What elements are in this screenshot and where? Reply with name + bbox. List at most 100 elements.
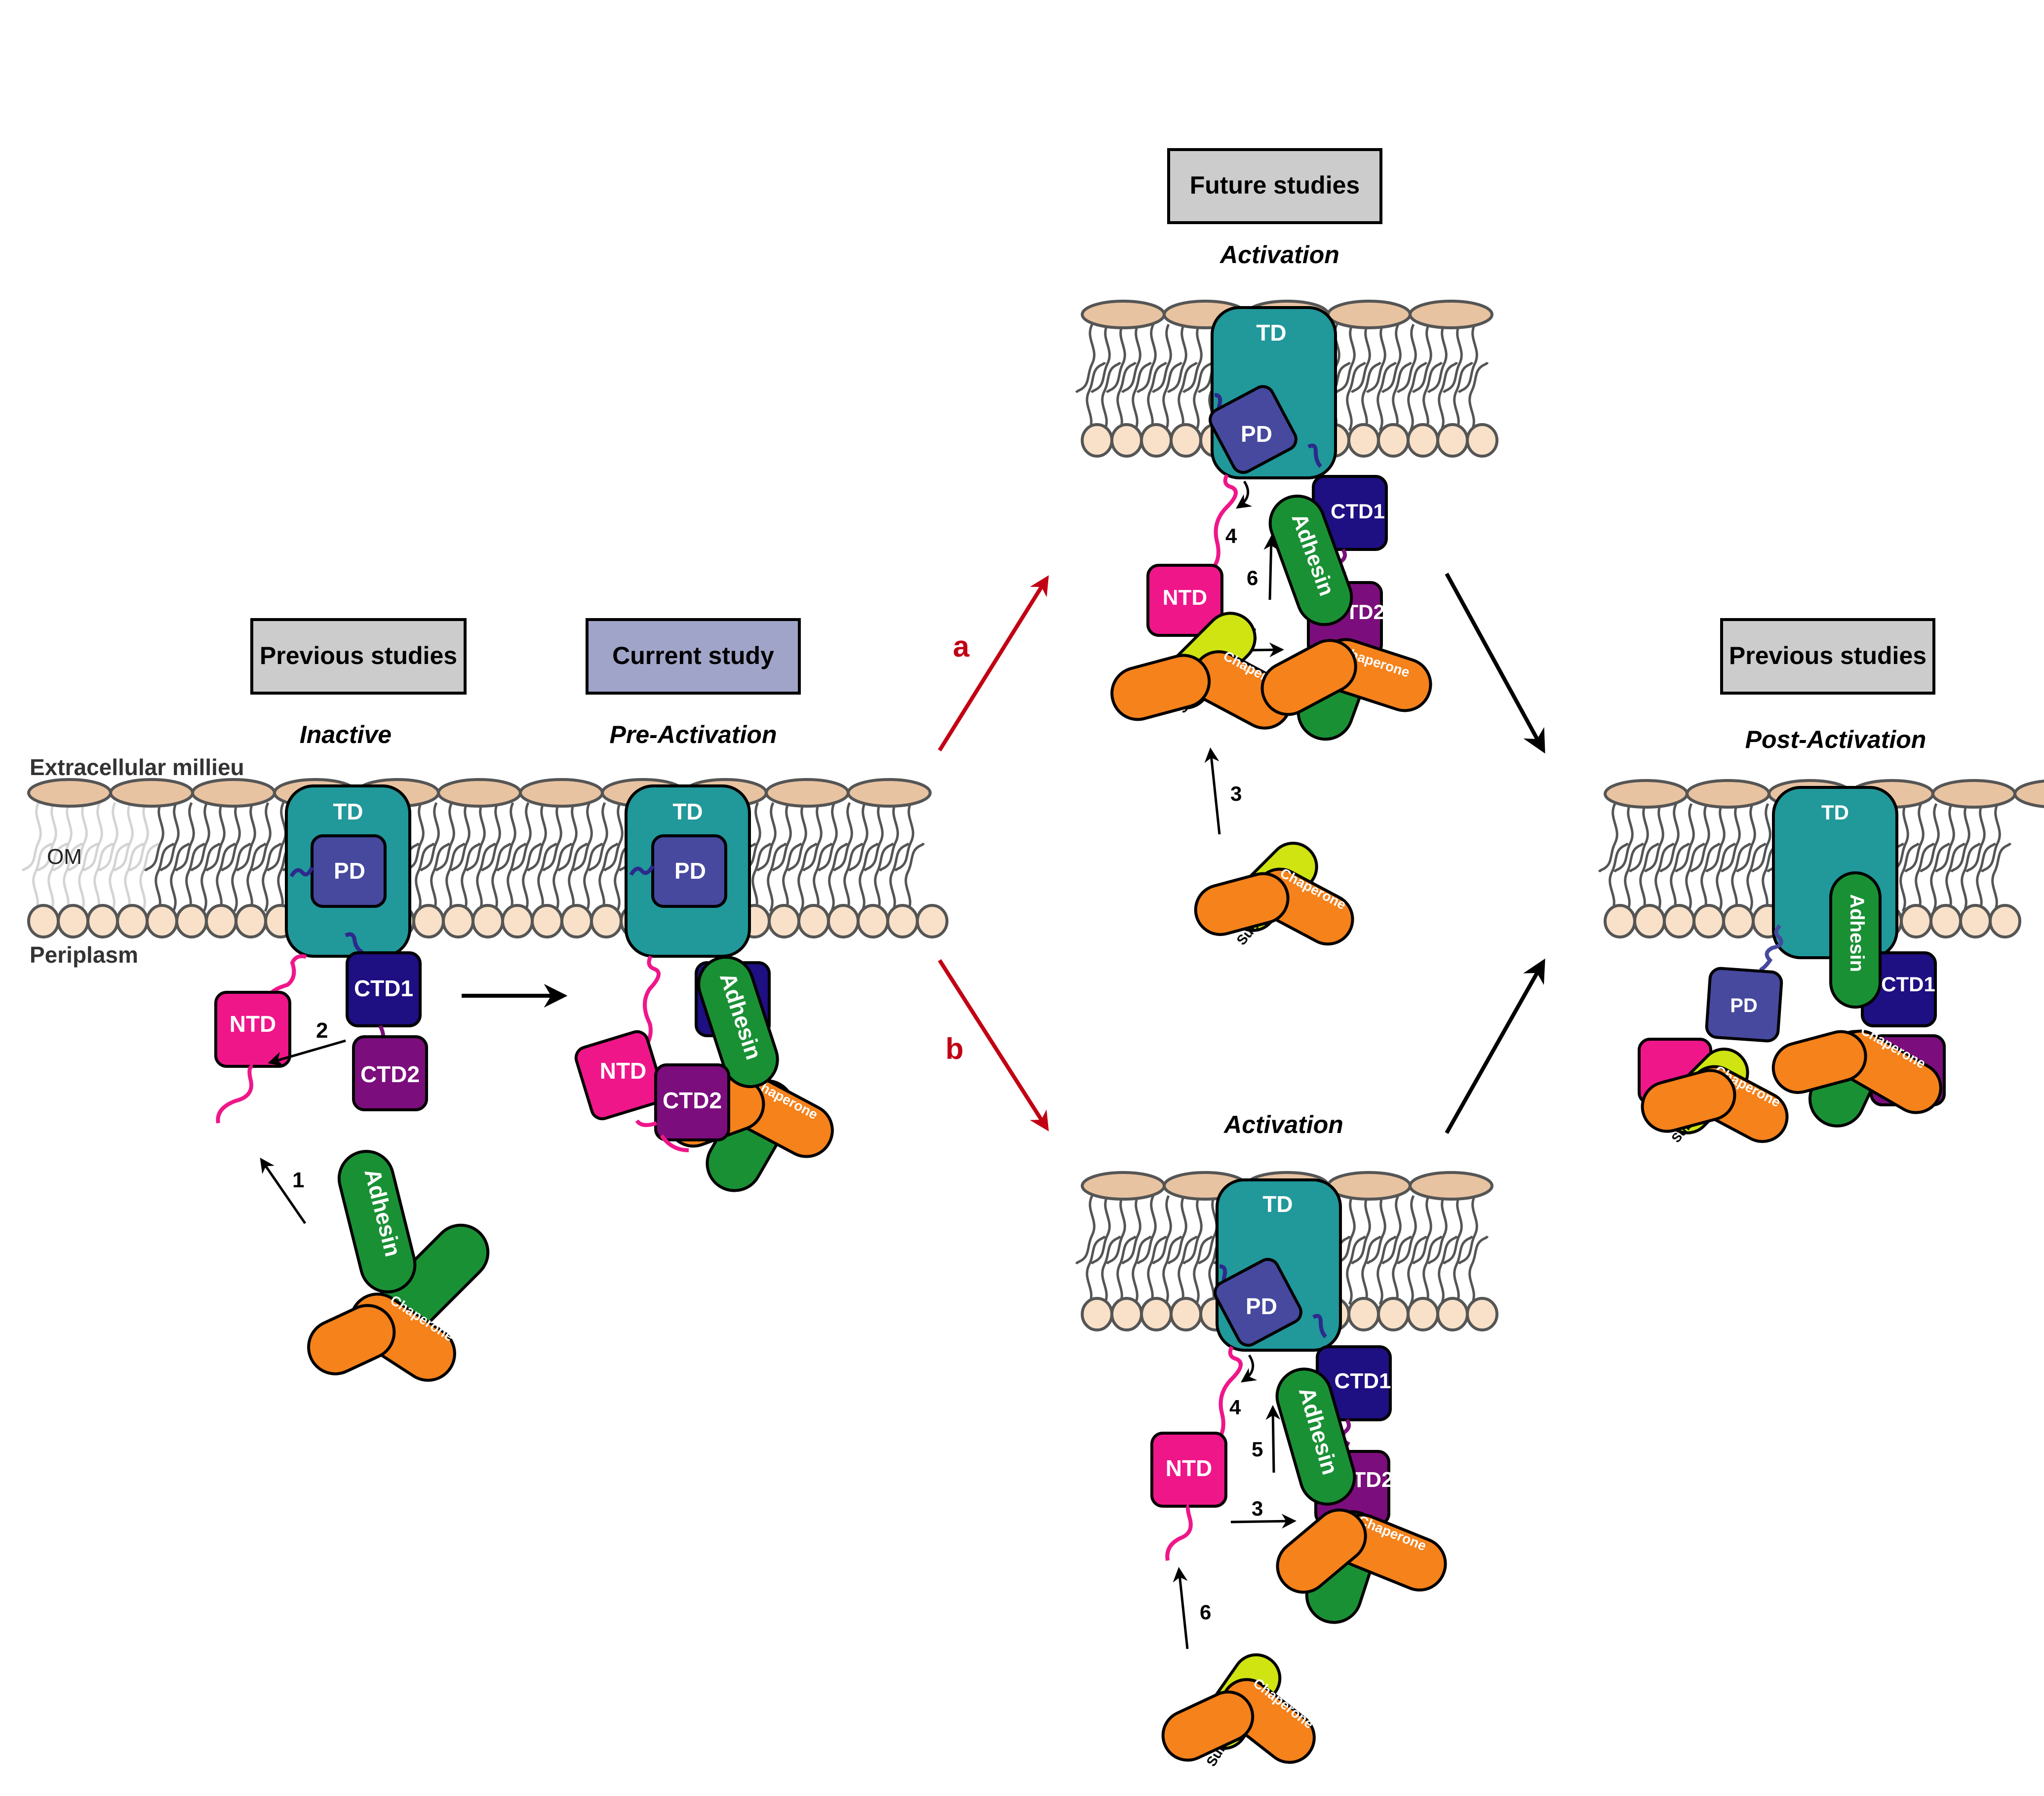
lipid-tail — [37, 802, 57, 872]
adhesin-chaperone-complex: Chaperone — [1276, 1508, 1447, 1624]
lipid-tail — [797, 842, 818, 912]
lipid-tail — [1075, 1195, 1096, 1265]
lipid-tail — [1980, 803, 2001, 873]
lipid-tail — [155, 842, 175, 912]
lipid-tail — [1644, 803, 1664, 873]
lipid-tail — [1746, 842, 1767, 912]
lipid-tail — [1075, 323, 1096, 393]
lipid-headgroup-inner — [1989, 904, 2021, 938]
lipid-tail — [537, 842, 558, 912]
usher-post-activation: TD CTD1 CTD2 Chaperone Adhesin PD Subuni… — [1638, 786, 1946, 1145]
lipid-headgroup-inner — [1347, 1297, 1380, 1331]
lipid-tail — [588, 802, 608, 872]
lipid-tail — [144, 802, 164, 872]
lipid-tail — [445, 842, 466, 912]
lipid-tail — [782, 842, 803, 912]
lipid-headgroup-inner — [1347, 423, 1380, 458]
lipid-tail — [480, 802, 501, 872]
lipid-tail — [1193, 1235, 1214, 1305]
step-5-arrow — [1265, 1405, 1281, 1473]
lipid-tail — [878, 802, 899, 872]
lipid-headgroup-inner — [1081, 1297, 1113, 1331]
ctd1-linker — [345, 932, 364, 954]
lipid-headgroup-inner — [1900, 904, 1932, 938]
lipid-headgroup-outer — [1409, 300, 1494, 329]
lipid-headgroup-inner — [1959, 904, 1992, 938]
lipid-headgroup-inner — [1929, 904, 1962, 938]
lipid-headgroup-inner — [1436, 1297, 1469, 1331]
label-extracellular: Extracellular millieu — [30, 754, 244, 780]
svg-text:PD: PD — [1246, 1293, 1277, 1319]
lipid-tail — [1396, 1195, 1417, 1265]
lipid-tail — [159, 802, 180, 872]
lipid-headgroup-outer — [1081, 1171, 1166, 1201]
svg-text:CTD1: CTD1 — [354, 976, 413, 1001]
lipid-tail — [174, 802, 195, 872]
lipid-tail — [1162, 1235, 1183, 1305]
lipid-headgroup-inner — [1407, 1297, 1439, 1331]
lipid-tail — [1136, 323, 1157, 393]
state-title-post-activation: Post-Activation — [1745, 726, 1926, 753]
lipid-tail — [1366, 323, 1386, 393]
lipid-tail — [220, 802, 241, 872]
lipid-tail — [419, 802, 440, 872]
lipid-headgroup-inner — [1377, 423, 1410, 458]
lipid-tail — [1132, 1235, 1152, 1305]
svg-text:TD: TD — [1821, 801, 1849, 824]
lipid-tail — [1392, 1235, 1413, 1305]
svg-text:3: 3 — [1230, 782, 1242, 805]
svg-text:2: 2 — [316, 1018, 328, 1043]
step-3-arrow — [1204, 747, 1221, 835]
lipid-tail — [1105, 323, 1126, 393]
lipid-tail — [1116, 361, 1137, 431]
lipid-tail — [859, 842, 879, 912]
lipid-headgroup-inner — [1633, 904, 1666, 938]
lipid-tail — [1468, 1235, 1489, 1305]
lipid-tail — [1178, 1235, 1198, 1305]
svg-text:CTD2: CTD2 — [663, 1088, 722, 1113]
lipid-tail — [63, 842, 83, 912]
lipid-tail — [67, 802, 88, 872]
status-box-previous-left: Previous studies — [250, 618, 467, 695]
lipid-tail — [1412, 1195, 1432, 1265]
subunit-chaperone-complex: Subunit Chaperone — [1641, 1048, 1789, 1145]
usher-inactive: TD PD CTD1 CTD2 NTD 2 1 Adhesin Chaperon… — [214, 784, 490, 1382]
lipid-tail — [1422, 1235, 1443, 1305]
adhesin — [337, 1150, 417, 1293]
lipid-tail — [1930, 842, 1951, 912]
lipid-headgroup-inner — [205, 904, 237, 938]
lipid-tail — [568, 842, 589, 912]
status-box-future: Future studies — [1167, 148, 1382, 224]
lipid-headgroup-inner — [886, 904, 919, 938]
lipid-tail — [231, 842, 252, 912]
lipid-headgroup-inner — [57, 904, 89, 938]
lipid-headgroup-inner — [1140, 423, 1173, 458]
lipid-tail — [1396, 323, 1417, 393]
lipid-tail — [1090, 1195, 1111, 1265]
lipid-headgroup-inner — [175, 904, 208, 938]
lipid-headgroup-outer — [1081, 300, 1166, 329]
lipid-tail — [1438, 1235, 1458, 1305]
lipid-headgroup-inner — [412, 904, 445, 938]
svg-text:Previous studies: Previous studies — [1729, 642, 1926, 669]
lipid-headgroup-inner — [1722, 904, 1755, 938]
lipid-headgroup-inner — [827, 904, 860, 938]
lipid-tail — [1457, 323, 1478, 393]
pd-domain — [1705, 967, 1783, 1043]
lipid-headgroup-inner — [442, 904, 474, 938]
lipid-headgroup-inner — [1170, 1297, 1202, 1331]
lipid-tail — [1407, 1235, 1428, 1305]
svg-text:3: 3 — [1252, 1497, 1263, 1520]
lipid-headgroup-outer — [27, 778, 112, 808]
lipid-tail — [1086, 361, 1106, 431]
lipid-tail — [1086, 1235, 1106, 1305]
usher-pre-activation: TD PD 1 NTD Chaperone Adhesin CTD2 — [574, 784, 834, 1192]
lipid-tail — [1685, 842, 1706, 912]
lipid-tail — [767, 842, 787, 912]
lipid-tail — [262, 842, 282, 912]
pd-domain — [1209, 385, 1297, 474]
lipid-tail — [190, 802, 210, 872]
lipid-tail — [21, 802, 42, 872]
svg-text:6: 6 — [1200, 1601, 1211, 1624]
lipid-tail — [93, 842, 114, 912]
